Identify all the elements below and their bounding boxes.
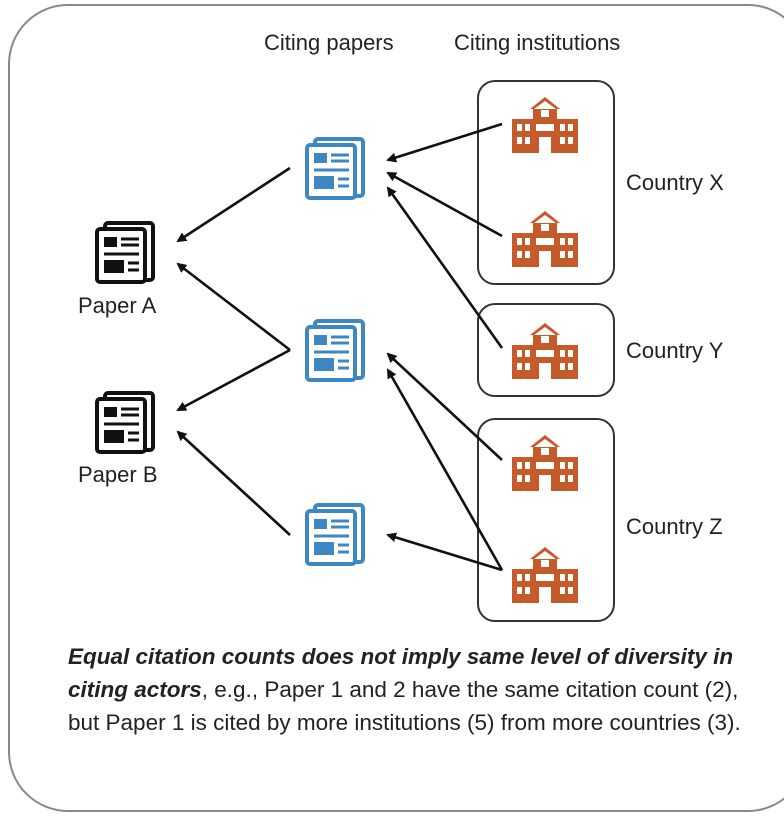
- arrow-z2-to-cp2: [386, 368, 504, 571]
- country-z-group: [477, 418, 615, 622]
- arrow-cp1-to-paper-a: [176, 166, 291, 243]
- arrow-x2-to-cp1: [386, 171, 503, 238]
- caption: Equal citation counts does not imply sam…: [68, 640, 748, 739]
- institution-z2-icon: [512, 547, 578, 603]
- country-z-label: Country Z: [626, 514, 723, 539]
- arrow-cp3-to-paper-b: [176, 430, 291, 536]
- arrow-cp2-to-paper-a: [176, 262, 291, 352]
- citing-paper-3-icon: [305, 503, 365, 566]
- institution-z1-icon: [512, 435, 578, 491]
- caption-rest: , e.g., Paper 1 and 2 have the same cita…: [68, 677, 741, 735]
- diagram-frame: [8, 4, 784, 812]
- citing-paper-2-icon: [305, 319, 365, 382]
- citing-papers-header: Citing papers: [264, 30, 394, 55]
- arrow-x1-to-cp1: [386, 122, 503, 163]
- country-x-group: [477, 80, 615, 285]
- institution-x1-icon: [512, 97, 578, 153]
- citing-institutions-header: Citing institutions: [454, 30, 621, 55]
- arrow-z1-to-cp2: [386, 352, 503, 461]
- country-x-label: Country X: [626, 170, 724, 195]
- arrow-cp2-to-paper-b: [176, 348, 291, 412]
- country-y-label: Country Y: [626, 338, 724, 363]
- institution-x2-icon: [512, 211, 578, 267]
- institution-y1-icon: [512, 323, 578, 379]
- caption-emphasis: Equal citation counts does not imply sam…: [68, 644, 734, 702]
- citing-paper-1-icon: [305, 137, 365, 200]
- country-y-group: [477, 303, 615, 397]
- arrow-y1-to-cp1: [386, 186, 504, 349]
- paper-b-icon: [95, 391, 155, 454]
- paper-b-label: Paper B: [78, 462, 158, 487]
- paper-a-icon: [95, 221, 155, 284]
- paper-a-label: Paper A: [78, 293, 157, 318]
- arrow-z2-to-cp3: [386, 532, 503, 572]
